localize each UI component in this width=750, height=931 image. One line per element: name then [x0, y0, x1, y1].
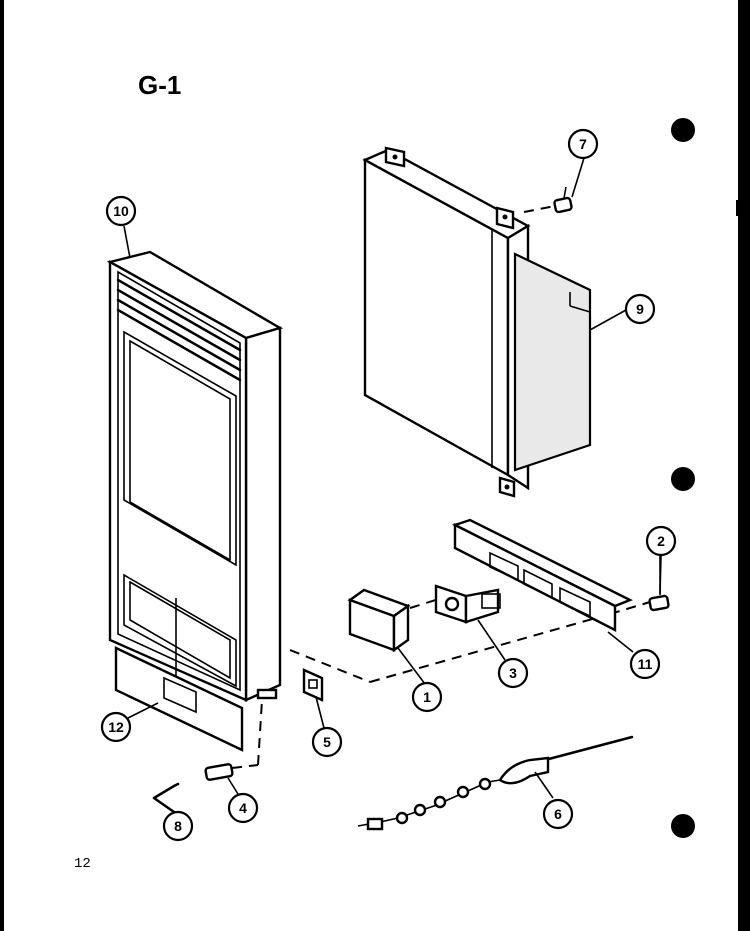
part-8-hex-key	[152, 782, 180, 814]
callout-4-number: 4	[239, 800, 247, 816]
binder-hole-bottom	[671, 814, 695, 838]
part-7-screw	[523, 186, 573, 214]
callout-3: 3	[497, 657, 529, 689]
callout-9-number: 9	[636, 301, 644, 317]
part-12-trim-plate	[114, 646, 244, 752]
binder-hole-top	[671, 118, 695, 142]
callout-9: 9	[624, 293, 656, 325]
callout-1: 1	[411, 681, 443, 713]
part-9-cabinet	[362, 146, 592, 498]
callout-10: 10	[105, 195, 137, 227]
part-5-clip	[302, 668, 324, 702]
part-3-switch	[434, 584, 501, 624]
callout-1-number: 1	[423, 689, 431, 705]
callout-8: 8	[162, 810, 194, 842]
binder-hole-middle	[671, 467, 695, 491]
leader-lines	[123, 157, 662, 813]
callout-5: 5	[311, 726, 343, 758]
page-number: 12	[74, 856, 91, 872]
part-10-front-frame	[106, 250, 284, 702]
callout-7-number: 7	[579, 136, 587, 152]
callout-6: 6	[542, 798, 574, 830]
callout-11: 11	[629, 648, 661, 680]
figure-label: G-1	[138, 70, 181, 100]
callout-2-number: 2	[657, 533, 665, 549]
callout-10-number: 10	[113, 203, 129, 219]
part-11-bracket	[451, 518, 633, 632]
part-6-probe	[357, 735, 634, 831]
callout-4: 4	[227, 792, 259, 824]
part-1-switch	[347, 588, 411, 653]
part-2-screw	[648, 555, 670, 612]
callout-5-number: 5	[323, 734, 331, 750]
callout-6-number: 6	[554, 806, 562, 822]
callout-8-number: 8	[174, 818, 182, 834]
callout-11-number: 11	[638, 656, 653, 672]
callout-2: 2	[645, 525, 677, 557]
part-4-screw	[204, 699, 263, 781]
callout-12-number: 12	[108, 719, 124, 735]
assembly-lines	[289, 593, 651, 683]
callout-12: 12	[100, 711, 132, 743]
callout-3-number: 3	[509, 665, 517, 681]
callout-7: 7	[567, 128, 599, 160]
